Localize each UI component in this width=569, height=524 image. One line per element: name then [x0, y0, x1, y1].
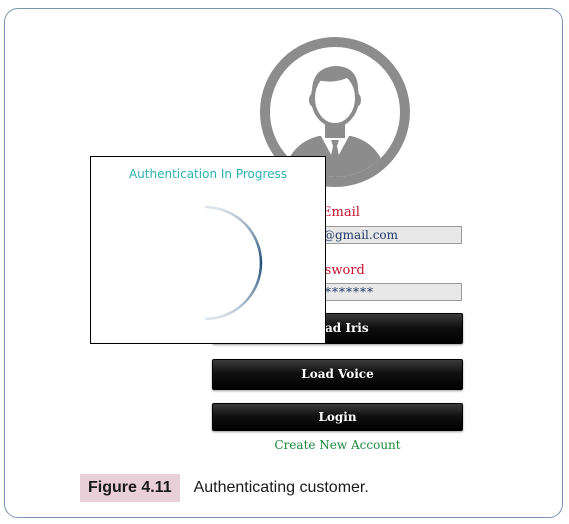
figure-caption: Figure 4.11 Authenticating customer. — [80, 474, 369, 502]
load-voice-button[interactable]: Load Voice — [212, 359, 463, 390]
figure-number: Figure 4.11 — [80, 474, 180, 502]
create-account-link[interactable]: Create New Account — [274, 438, 401, 452]
dialog-title: Authentication In Progress — [128, 167, 288, 181]
login-button[interactable]: Login — [212, 403, 463, 431]
loading-spinner-icon — [204, 205, 263, 321]
caption-text: Authenticating customer. — [193, 479, 369, 496]
email-label: Email — [322, 205, 360, 220]
authentication-dialog: Authentication In Progress — [90, 156, 326, 344]
user-avatar-icon — [260, 37, 410, 187]
password-label: ssword — [318, 263, 365, 278]
